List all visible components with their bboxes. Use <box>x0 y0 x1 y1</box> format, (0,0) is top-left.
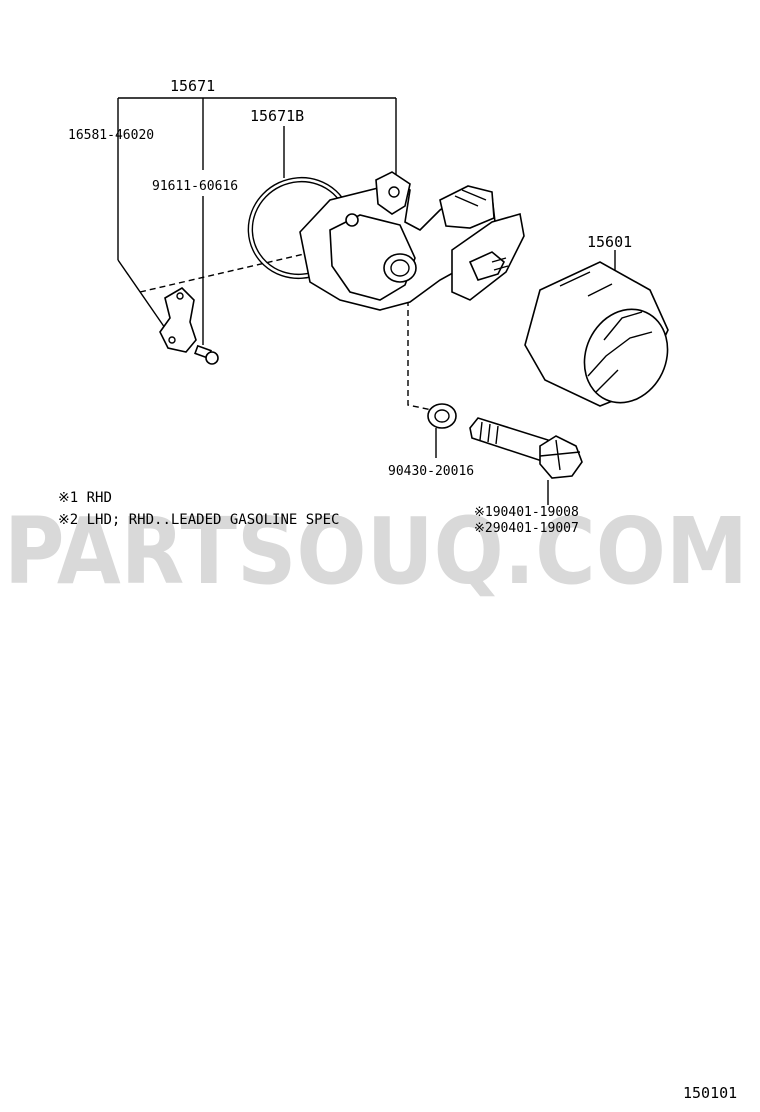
bracket-bolt <box>194 344 219 365</box>
assembly-leader-lines <box>117 97 616 505</box>
oil-filter-bracket-housing <box>299 171 525 311</box>
label-washer: 90430-20016 <box>388 464 474 479</box>
label-union-bolt-1: ※190401-19008 <box>474 505 579 520</box>
page-code: 150101 <box>683 1084 737 1102</box>
label-assembly: 15671 <box>170 77 215 95</box>
washer <box>427 403 457 429</box>
union-bolt <box>469 417 583 479</box>
label-bolt: 91611-60616 <box>152 179 238 194</box>
alignment-dashed-lines <box>139 247 433 411</box>
note-1: ※1 RHD <box>58 490 112 506</box>
label-union-bolt-2: ※290401-19007 <box>474 521 579 536</box>
label-bracket: 16581-46020 <box>68 128 154 143</box>
note-2: ※2 LHD; RHD..LEADED GASOLINE SPEC <box>58 512 339 528</box>
label-filter: 15601 <box>587 233 632 251</box>
label-gasket: 15671B <box>250 107 304 125</box>
mounting-bracket <box>159 286 197 353</box>
watermark: PARTSOUQ.COM <box>4 498 748 605</box>
oil-filter <box>524 261 669 407</box>
